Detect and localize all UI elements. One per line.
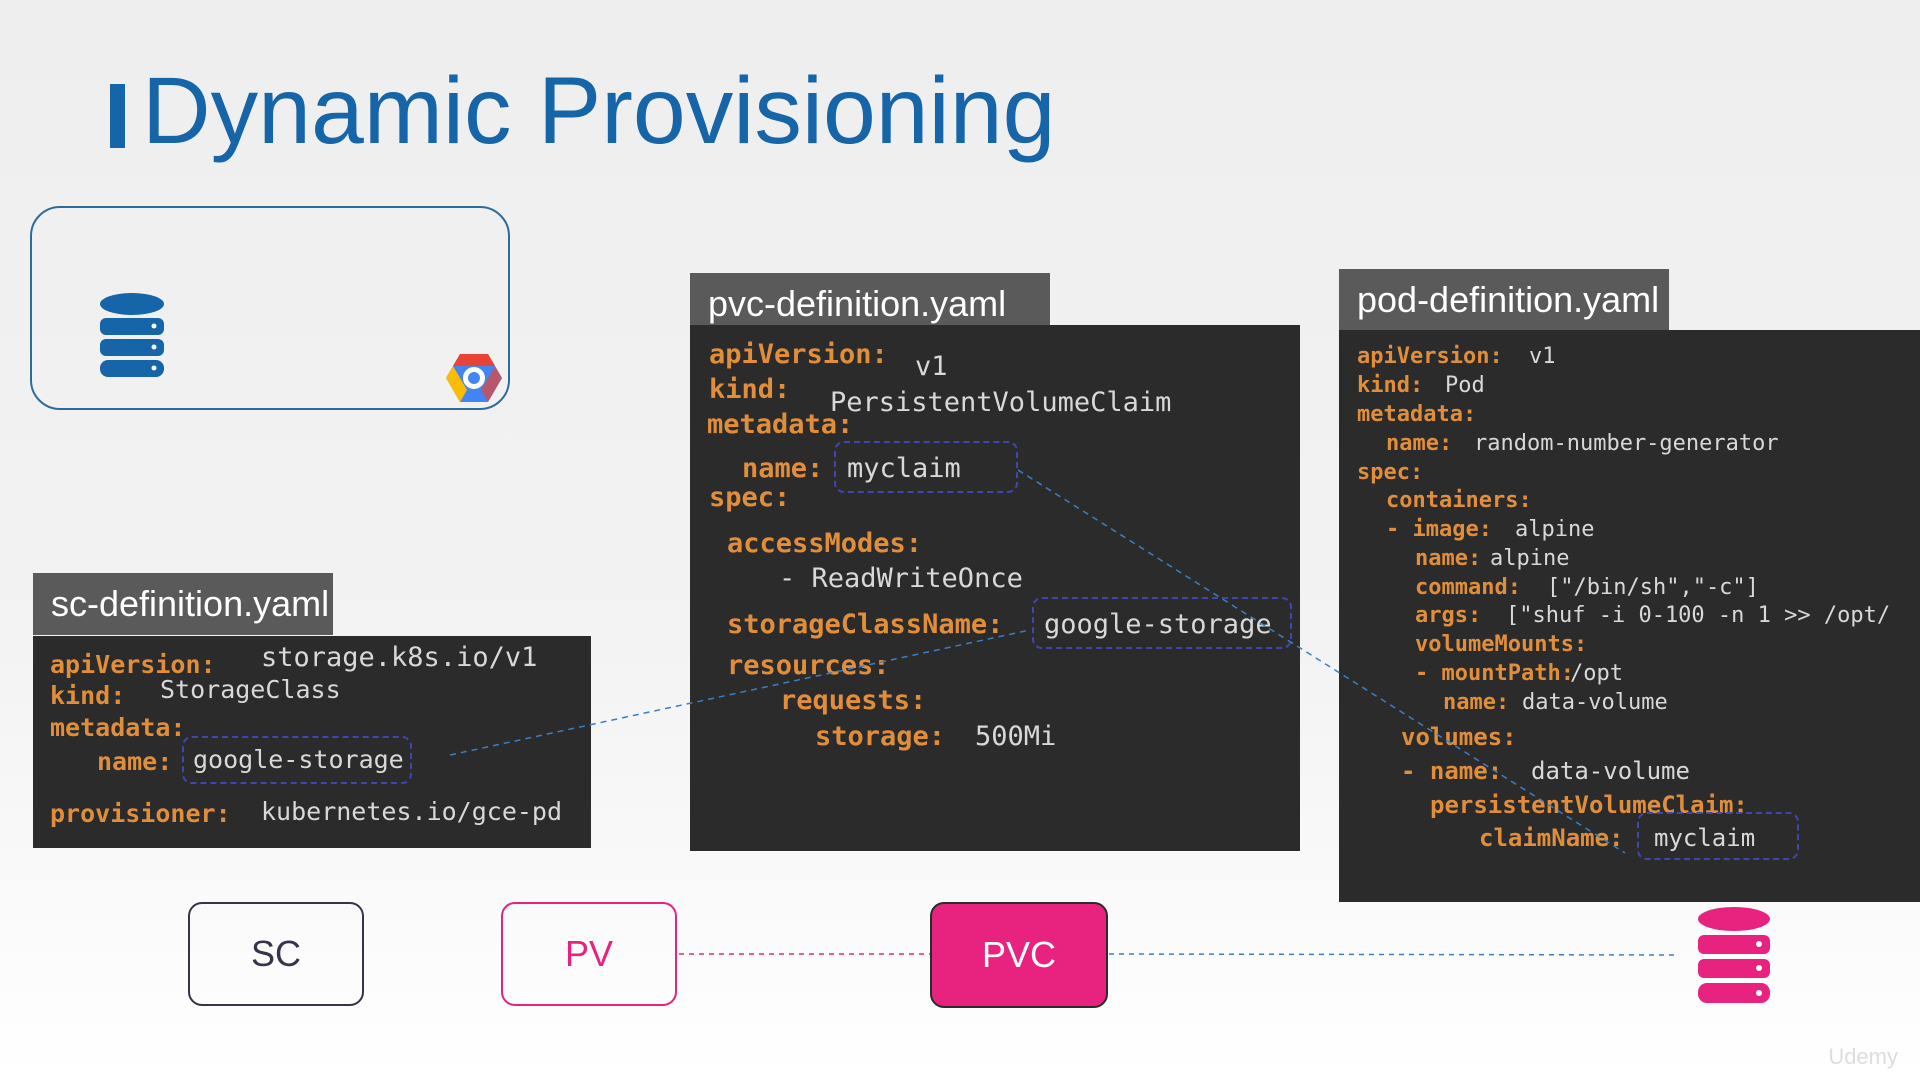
pvc-key: metadata: [707, 409, 854, 440]
pod-key: volumes: [1401, 723, 1517, 751]
sc-key: metadata: [50, 713, 186, 742]
page-title: Dynamic Provisioning [142, 58, 1056, 164]
sc-name-highlight [182, 736, 412, 784]
pvc-value: myclaim [847, 453, 961, 484]
pvc-value: - ReadWriteOnce [779, 563, 1023, 594]
pod-key: metadata: [1357, 402, 1477, 427]
pv-node: PV [501, 902, 677, 1006]
sc-code-panel: apiVersion: storage.k8s.io/v1 kind: Stor… [33, 636, 591, 848]
pvc-key: accessModes: [727, 528, 923, 559]
pv-node-label: PV [564, 933, 614, 974]
pod-key: name: [1443, 690, 1510, 715]
pod-key: kind: [1357, 373, 1424, 398]
title-accent-bar [110, 84, 125, 148]
pod-key: name: [1415, 546, 1482, 571]
pod-key: - mountPath: [1415, 661, 1574, 686]
pvc-name-highlight [834, 441, 1018, 493]
pod-value: data-volume [1522, 690, 1668, 715]
pod-value: data-volume [1531, 757, 1690, 785]
pod-key: claimName: [1479, 824, 1624, 852]
sc-key: apiVersion: [50, 650, 216, 679]
pvc-key: spec: [709, 482, 791, 513]
pod-value: ["/bin/sh","-c"] [1547, 575, 1759, 600]
pod-filename: pod-definition.yaml [1357, 279, 1660, 320]
pod-value: alpine [1515, 517, 1595, 542]
sc-value: storage.k8s.io/v1 [261, 642, 538, 673]
pvc-value: 500Mi [975, 721, 1057, 752]
pvc-value: google-storage [1044, 609, 1272, 640]
watermark-logo: Udemy [1828, 1044, 1898, 1069]
pvc-key: name: [742, 453, 824, 484]
cloud-storage-box [30, 206, 510, 410]
sc-filename: sc-definition.yaml [51, 583, 330, 624]
pvc-node: PVC [930, 902, 1108, 1008]
sc-to-pvc-connector [449, 629, 1031, 756]
sc-value: StorageClass [160, 675, 341, 704]
pod-value: ["shuf -i 0-100 -n 1 >> /opt/ [1506, 603, 1891, 628]
pvc-key: storageClassName: [727, 609, 1004, 640]
pod-key: command: [1415, 575, 1521, 600]
pvc-key: kind: [709, 374, 791, 405]
sc-value: kubernetes.io/gce-pd [261, 797, 563, 826]
pod-key: persistentVolumeClaim: [1430, 791, 1748, 819]
pod-key: spec: [1357, 460, 1424, 485]
pod-value: Pod [1445, 373, 1485, 398]
pvc-code-panel: apiVersion: v1 kind: PersistentVolumeCla… [690, 325, 1300, 851]
pvc-node-label: PVC [981, 934, 1057, 975]
pvc-key: requests: [780, 685, 927, 716]
pod-claimname-highlight [1637, 812, 1799, 860]
google-cloud-icon [446, 354, 502, 402]
pod-key: containers: [1386, 488, 1532, 513]
sc-key: kind: [50, 681, 126, 710]
pvc-storageclass-highlight [1032, 597, 1292, 649]
pvc-key: storage: [815, 721, 946, 752]
pod-file-tab: pod-definition.yaml [1339, 269, 1669, 331]
pod-key: apiVersion: [1357, 344, 1503, 369]
pod-value: v1 [1529, 344, 1556, 369]
sc-value: google-storage [193, 745, 404, 774]
sc-node: SC [188, 902, 364, 1006]
pvc-file-tab: pvc-definition.yaml [690, 273, 1050, 335]
pod-key: volumeMounts: [1415, 632, 1588, 657]
pvc-filename: pvc-definition.yaml [708, 283, 1007, 324]
pod-key: args: [1415, 603, 1482, 628]
pod-value: /opt [1570, 661, 1623, 686]
pod-value: alpine [1490, 546, 1570, 571]
pod-key: - name: [1401, 757, 1503, 785]
pod-value: myclaim [1654, 824, 1756, 852]
pod-code-panel: apiVersion: v1 kind: Pod metadata: name:… [1339, 330, 1920, 902]
volume-database-icon [1698, 907, 1770, 1003]
pvc-to-volume-connector [1108, 953, 1677, 956]
pod-key: - image: [1386, 517, 1492, 542]
pod-value: random-number-generator [1474, 431, 1779, 456]
sc-node-label: SC [250, 933, 301, 974]
pvc-to-pod-connector [1017, 469, 1626, 854]
pvc-value: PersistentVolumeClaim [830, 387, 1172, 418]
database-icon [100, 293, 164, 377]
pvc-key: apiVersion: [709, 339, 888, 370]
sc-file-tab: sc-definition.yaml [33, 573, 333, 635]
sc-key: provisioner: [50, 799, 231, 828]
pod-key: name: [1386, 431, 1453, 456]
pvc-value: v1 [915, 351, 948, 382]
sc-key: name: [97, 747, 173, 776]
